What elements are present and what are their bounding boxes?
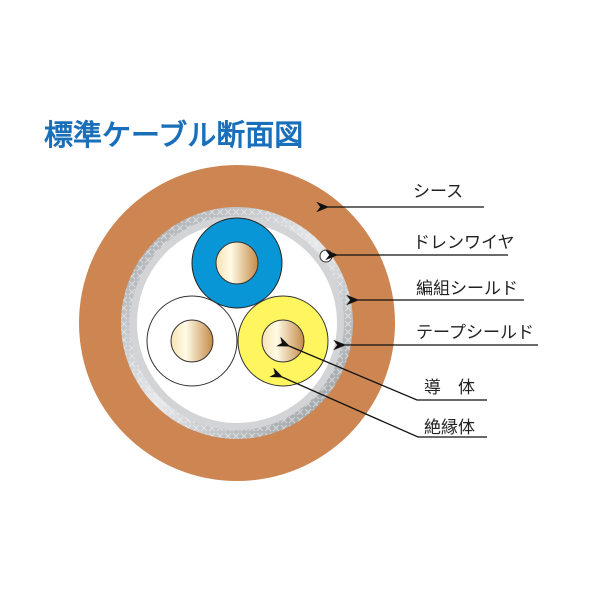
drain-wire bbox=[319, 249, 333, 263]
conductor-white bbox=[170, 319, 214, 363]
conductor-yellow bbox=[261, 319, 305, 363]
label-sheath: シース bbox=[413, 182, 464, 202]
insulation-leader bbox=[269, 367, 487, 438]
conductor-leader bbox=[276, 336, 487, 401]
label-braid-shield: 編組シールド bbox=[416, 279, 518, 299]
label-drain-wire: ドレンワイヤ bbox=[413, 233, 515, 253]
page-title: 標準ケーブル断面図 bbox=[44, 118, 304, 152]
label-conductor: 導 体 bbox=[424, 378, 475, 398]
label-insulation: 絶縁体 bbox=[424, 418, 475, 438]
conductor-blue bbox=[215, 241, 259, 285]
label-tape-shield: テープシールド bbox=[416, 323, 534, 343]
